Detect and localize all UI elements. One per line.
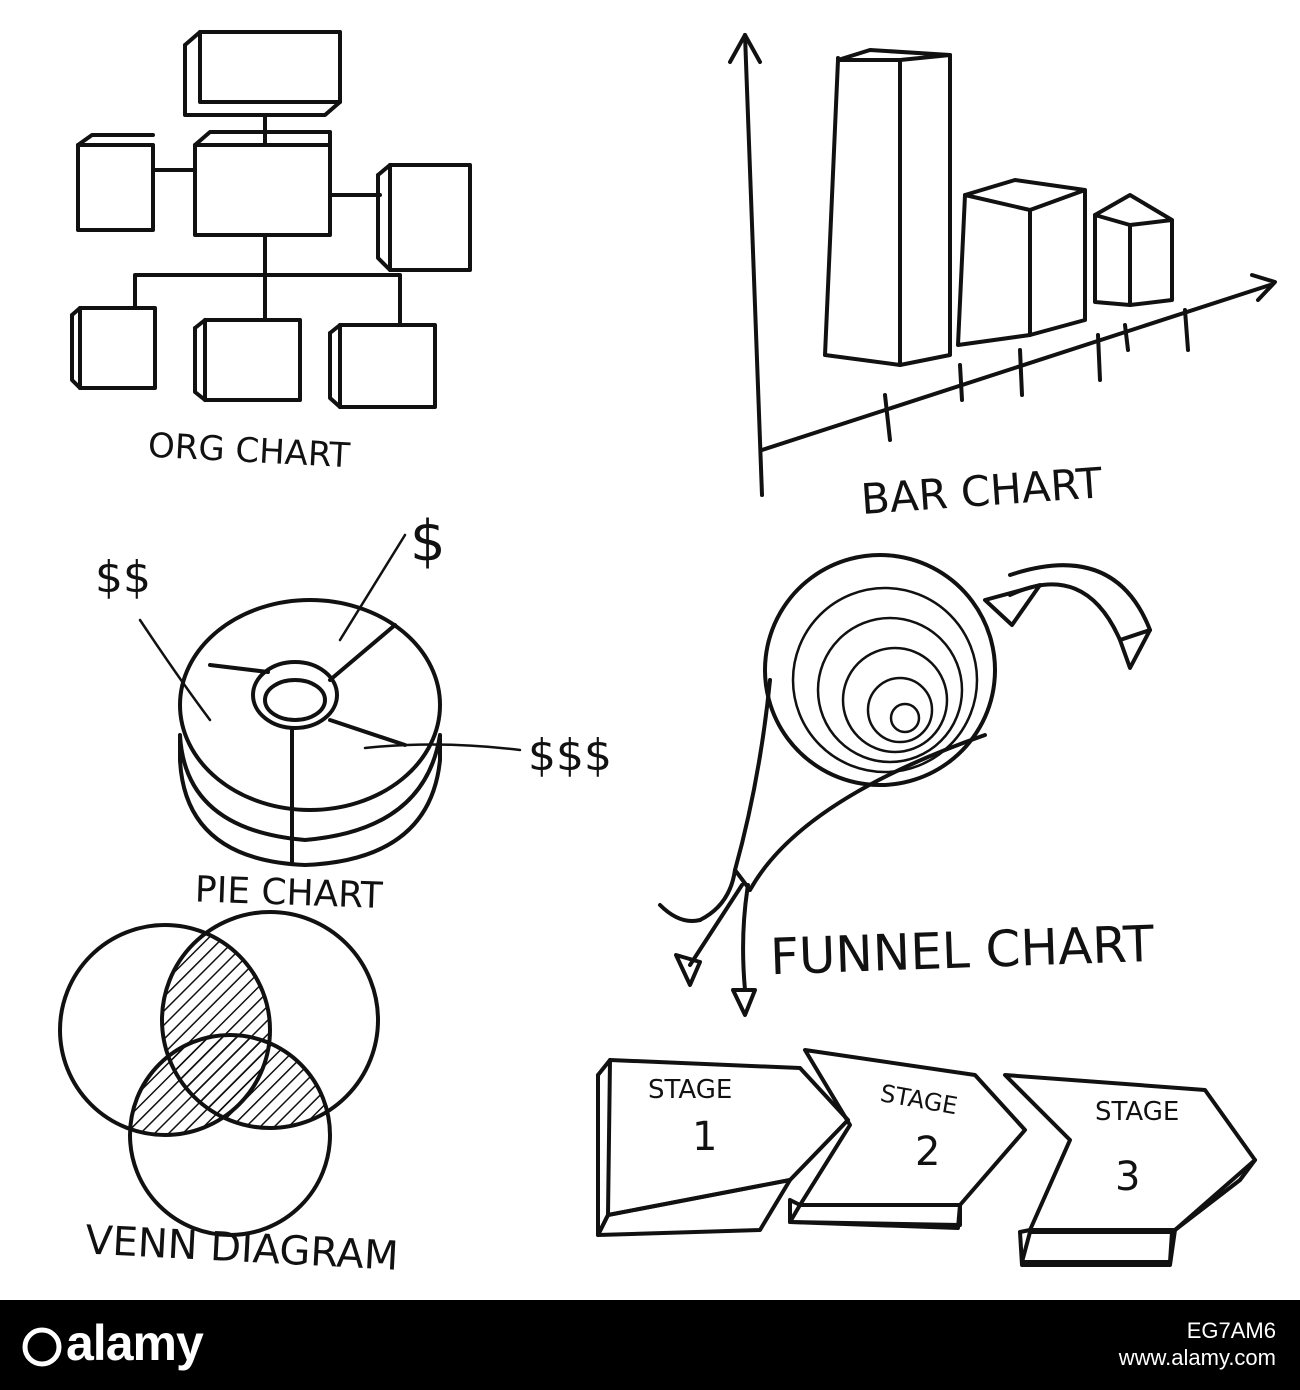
stage-3-number: 3 [1115,1154,1140,1200]
stage-process: STAGE 1 STAGE 2 STAGE 3 [596,1048,1257,1267]
watermark-brand: alamy [22,1314,204,1372]
bar-chart-y-arrow-icon [728,33,762,64]
venn-diagram: VENN DIAGRAM [58,910,400,1280]
stage-2-word: STAGE [878,1079,959,1120]
watermark-footer: alamy EG7AM6 www.alamy.com [0,1300,1300,1390]
watermark-meta: EG7AM6 www.alamy.com [1119,1318,1276,1372]
stage-1-shape [606,1058,850,1217]
sketch-canvas: ORG CHART BAR CHART $$ $ $$$ PIE CH [58,30,1277,1280]
pie-callout-top: $ [410,509,446,574]
stage-3-word: STAGE [1095,1097,1179,1127]
stage-1-number: 1 [692,1114,717,1160]
watermark-brand-text: alamy [66,1315,204,1371]
funnel-chart-label: FUNNEL CHART [769,915,1155,986]
venn-diagram-label: VENN DIAGRAM [84,1217,399,1279]
pie-callout-left: $$ [95,552,151,603]
watermark-image-id: EG7AM6 [1186,1318,1276,1343]
pie-chart: $$ $ $$$ PIE CHART [95,509,612,917]
bar-chart: BAR CHART [728,33,1277,524]
watermark-site: www.alamy.com [1118,1345,1276,1370]
stage-2-shape [798,1048,1027,1207]
bar-chart-x-axis [760,283,1272,452]
pie-callout-right: $$$ [528,730,612,781]
funnel-chart: FUNNEL CHART [658,553,1155,1017]
stage-2-number: 2 [915,1129,940,1175]
pie-chart-label: PIE CHART [194,869,384,917]
bar-chart-label: BAR CHART [859,458,1104,524]
stage-1-word: STAGE [648,1075,732,1105]
org-chart: ORG CHART [70,30,472,477]
org-chart-label: ORG CHART [147,426,351,477]
bar-chart-y-axis [743,33,764,497]
alamy-logo-icon [22,1327,62,1367]
bar-chart-x-arrow-icon [1250,273,1277,302]
